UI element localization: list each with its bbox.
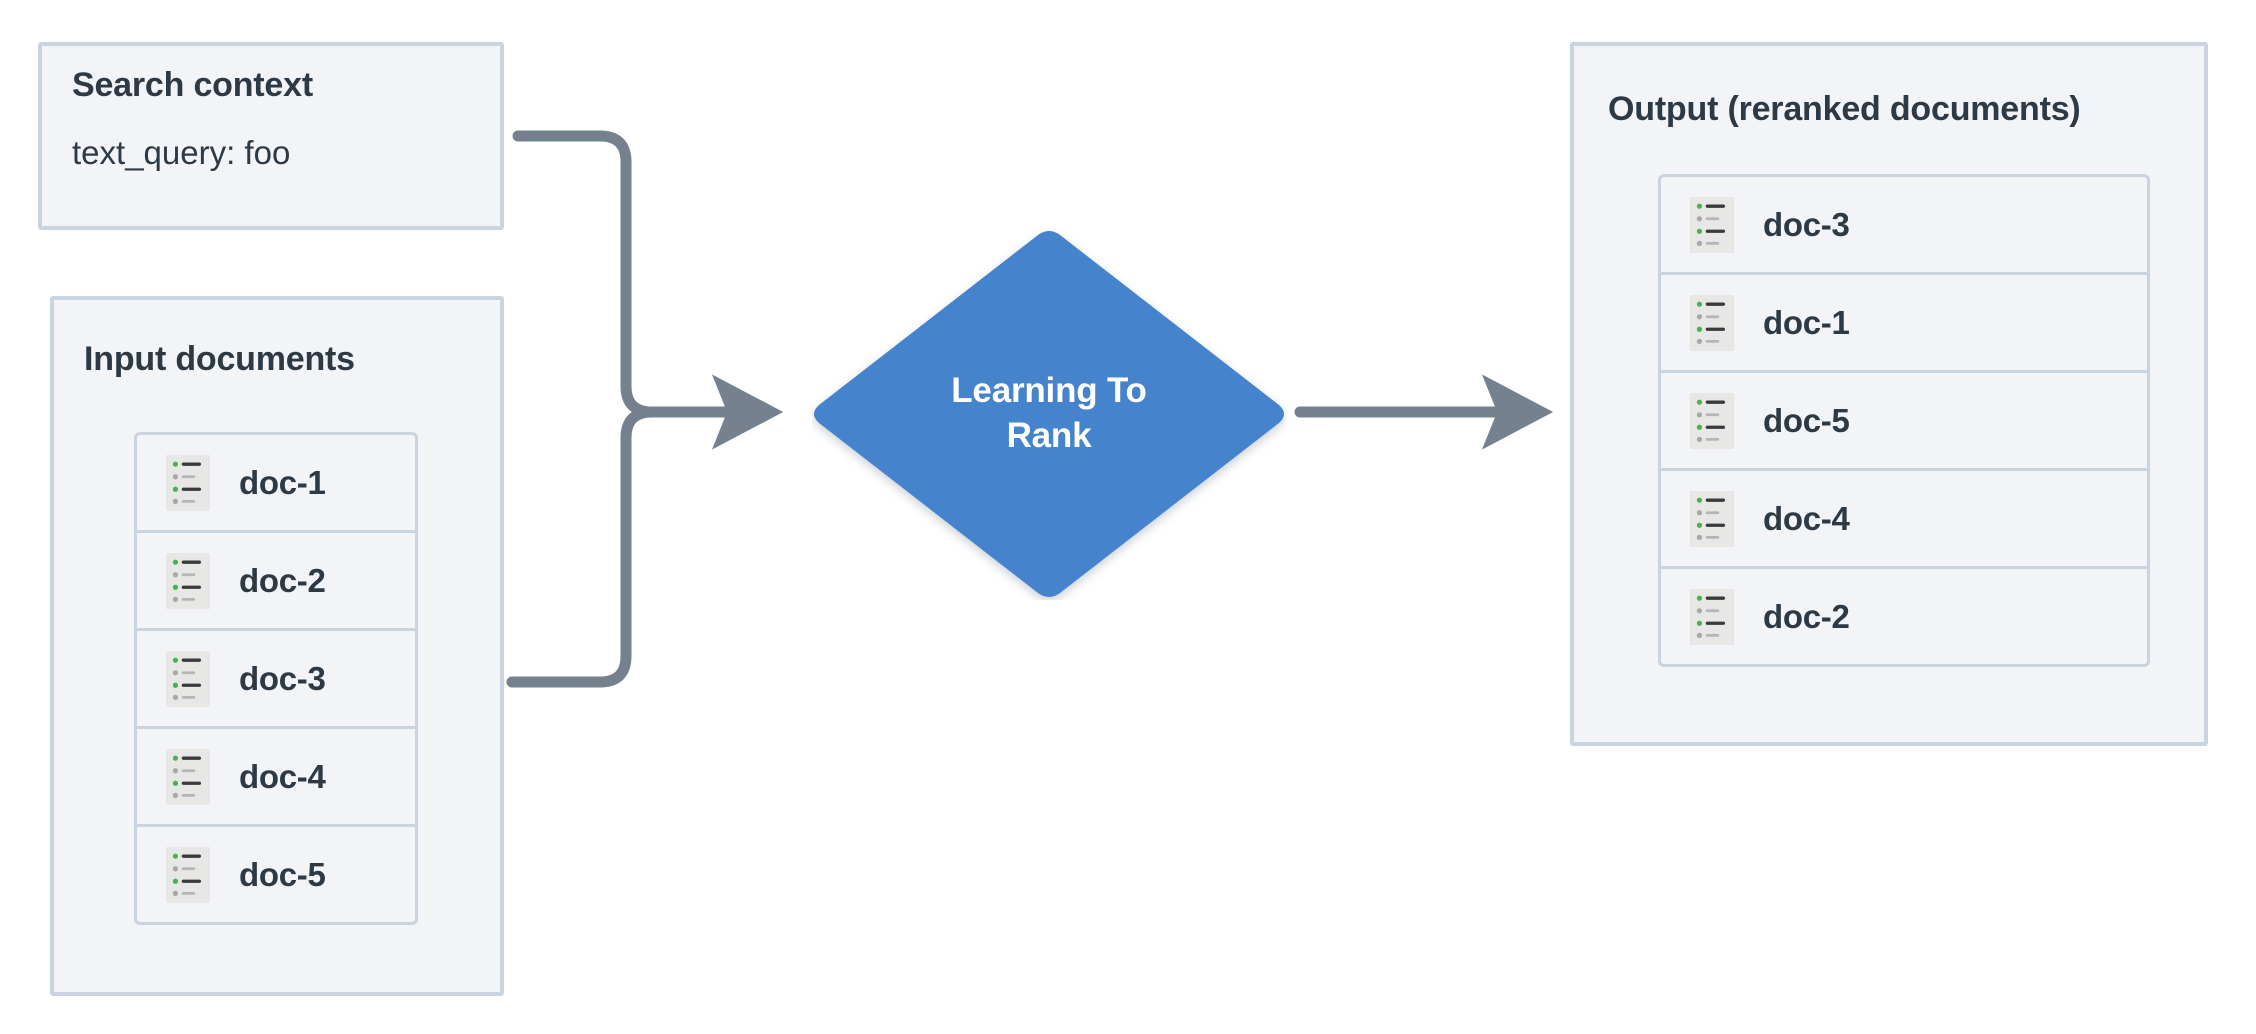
document-list-icon	[165, 846, 211, 903]
output-document-card[interactable]: doc-2	[1658, 566, 2150, 667]
output-document-list: doc-3 doc-1 doc-5 doc-4 doc-2	[1658, 174, 2150, 667]
output-document-card[interactable]: doc-5	[1658, 370, 2150, 471]
document-list-icon	[165, 748, 211, 805]
output-documents-title: Output (reranked documents)	[1608, 90, 2081, 128]
input-document-card[interactable]: doc-2	[134, 530, 418, 631]
document-list-icon	[1689, 490, 1735, 547]
document-label: doc-4	[239, 757, 326, 795]
document-label: doc-5	[239, 855, 326, 893]
input-document-card[interactable]: doc-3	[134, 628, 418, 729]
input-document-list: doc-1 doc-2 doc-3 doc-4 doc-5	[134, 432, 418, 925]
document-label: doc-1	[239, 463, 326, 501]
search-context-title: Search context	[72, 66, 313, 104]
document-list-icon	[165, 650, 211, 707]
document-list-icon	[165, 454, 211, 511]
connector-search-context-to-process	[512, 130, 784, 450]
learning-to-rank-node[interactable]: Learning To Rank	[812, 228, 1286, 600]
input-document-card[interactable]: doc-4	[134, 726, 418, 827]
input-document-card[interactable]: doc-1	[134, 432, 418, 533]
search-context-panel: Search context text_query: foo	[38, 42, 504, 230]
document-label: doc-2	[1763, 597, 1850, 635]
document-label: doc-5	[1763, 401, 1850, 439]
document-list-icon	[1689, 294, 1735, 351]
document-list-icon	[1689, 392, 1735, 449]
output-document-card[interactable]: doc-3	[1658, 174, 2150, 275]
document-list-icon	[165, 552, 211, 609]
output-document-card[interactable]: doc-1	[1658, 272, 2150, 373]
diamond-shape	[814, 231, 1284, 597]
connector-input-documents-to-process	[506, 406, 706, 688]
document-label: doc-1	[1763, 303, 1850, 341]
document-label: doc-4	[1763, 499, 1850, 537]
document-label: doc-3	[1763, 205, 1850, 243]
document-label: doc-2	[239, 561, 326, 599]
input-documents-title: Input documents	[84, 340, 355, 378]
document-list-icon	[1689, 196, 1735, 253]
search-context-query: text_query: foo	[72, 134, 291, 171]
input-document-card[interactable]: doc-5	[134, 824, 418, 925]
document-list-icon	[1689, 588, 1735, 645]
output-document-card[interactable]: doc-4	[1658, 468, 2150, 569]
document-label: doc-3	[239, 659, 326, 697]
